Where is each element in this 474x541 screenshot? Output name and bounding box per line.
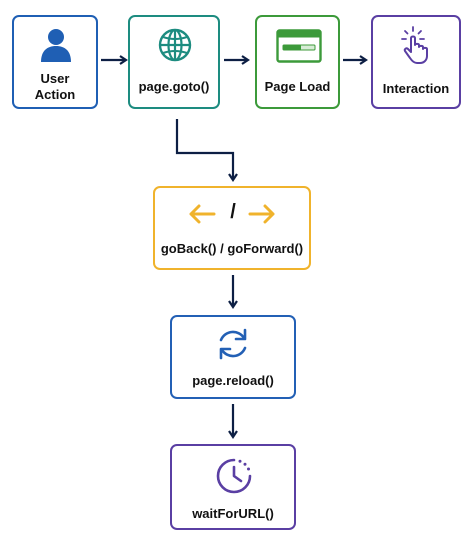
reload-icon [219, 328, 247, 360]
clock-icon [216, 458, 252, 494]
arrow-goto-to-back-forward [175, 119, 238, 182]
node-user-action: User Action [12, 15, 98, 109]
node-page-reload: page.reload() [170, 315, 296, 399]
node-wait-for-url: waitForURL() [170, 444, 296, 530]
node-interaction: Interaction [371, 15, 461, 109]
node-page-load-label: Page Load [264, 79, 331, 94]
node-page-reload-label: page.reload() [192, 373, 274, 388]
forward-arrow-icon [248, 204, 275, 224]
user-icon [41, 29, 71, 62]
node-user-action-label-line1: User [40, 71, 70, 86]
node-wait-for-url-label: waitForURL() [192, 506, 274, 521]
back-forward-separator: / [230, 201, 236, 223]
node-user-action-label: User Action [14, 71, 96, 103]
node-go-back-forward: / goBack() / goForward() [153, 186, 311, 270]
node-go-back-forward-label: goBack() / goForward() [160, 241, 304, 256]
node-page-goto: page.goto() [128, 15, 220, 109]
browser-window-icon [276, 29, 322, 63]
node-page-load: Page Load [255, 15, 340, 109]
globe-icon [158, 28, 192, 62]
pointer-click-icon [401, 26, 428, 64]
node-page-goto-label: page.goto() [138, 79, 210, 94]
node-interaction-label: Interaction [382, 81, 450, 96]
node-user-action-label-line2: Action [34, 87, 76, 102]
back-arrow-icon [189, 204, 216, 224]
